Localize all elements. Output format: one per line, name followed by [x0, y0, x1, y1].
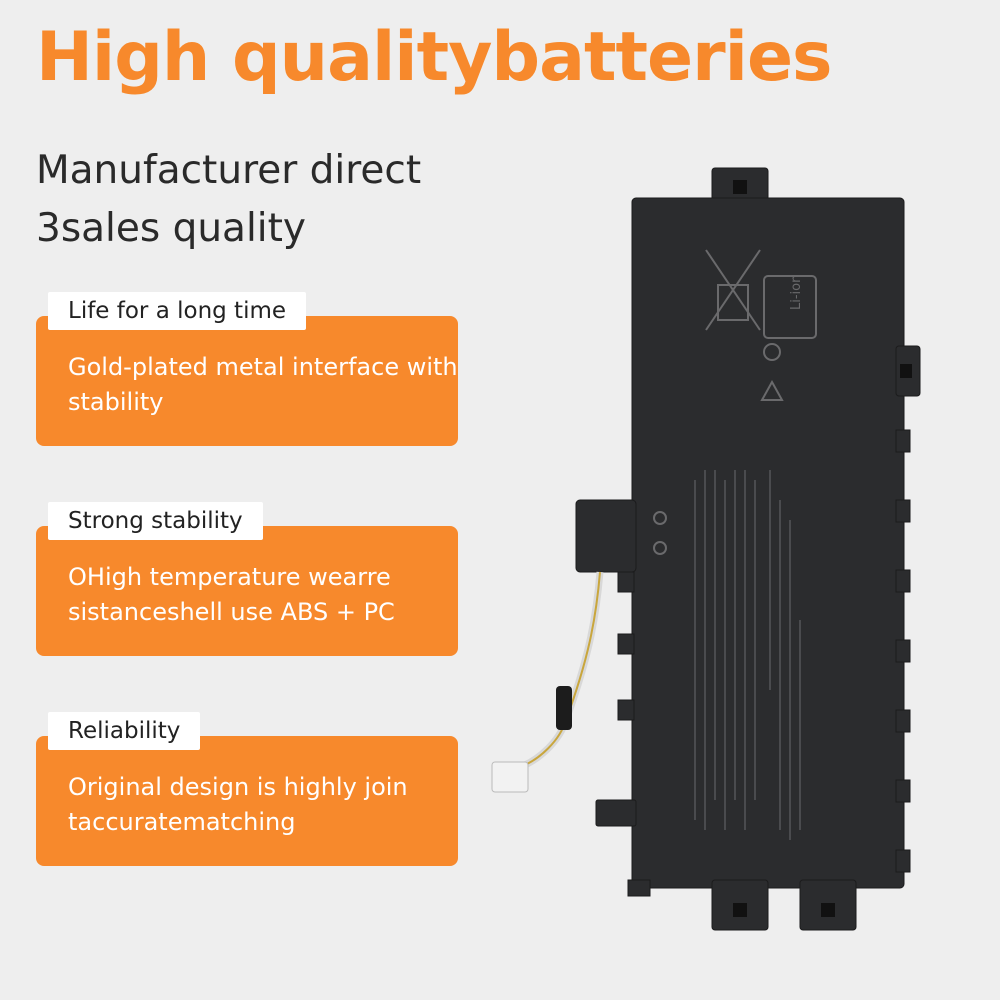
headline: High qualitybatteries	[36, 18, 833, 97]
feature-card-interface: Gold-plated metal interface with stabili…	[36, 316, 458, 446]
feature-tag: Reliability	[48, 712, 201, 750]
feature-card-reliability: Original design is highly join taccurate…	[36, 736, 458, 866]
feature-text: Gold-plated metal interface with stabili…	[68, 353, 458, 416]
li-ion-label: Li-ion	[789, 275, 804, 310]
feature-card-stability: OHigh temperature wearre sistanceshell u…	[36, 526, 458, 656]
subheading-line-2: 3sales quality	[36, 206, 306, 251]
battery-product-image: Li-ion	[491, 167, 921, 931]
feature-text: OHigh temperature wearre sistanceshell u…	[68, 563, 395, 626]
feature-tag: Strong stability	[48, 502, 263, 540]
subheading-line-1: Manufacturer direct	[36, 148, 422, 193]
feature-tag: Life for a long time	[48, 292, 307, 330]
feature-text: Original design is highly join taccurate…	[68, 773, 408, 836]
